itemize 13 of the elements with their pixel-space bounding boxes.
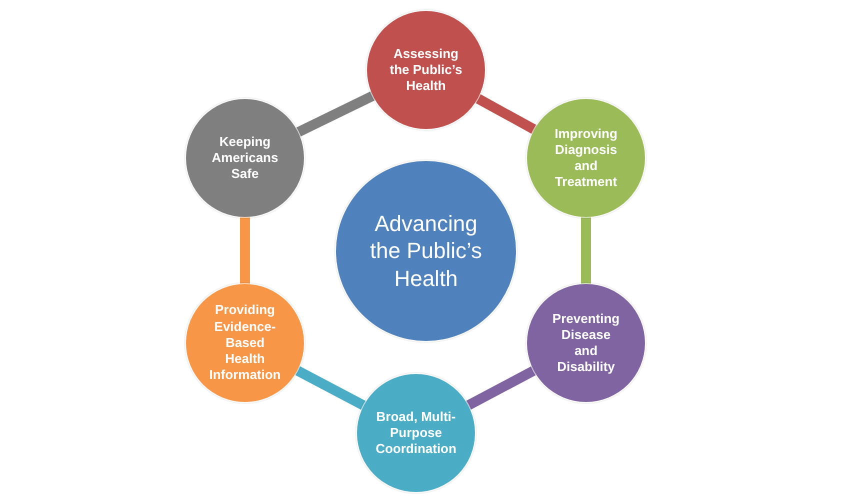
circle-label: Broad, Multi-Purpose Coordination xyxy=(376,408,456,458)
circle-label: Advancing the Public’s Health xyxy=(368,210,484,292)
circle-label: Preventing Disease and Disability xyxy=(551,310,621,376)
connector-band xyxy=(475,94,537,134)
circle-label: Improving Diagnosis and Treatment xyxy=(554,126,618,190)
circle-label: Assessing the Public’s Health xyxy=(389,46,463,94)
connector-band xyxy=(466,366,536,410)
circle-label: Providing Evidence-Based Health Information xyxy=(208,302,282,384)
connector-band xyxy=(240,217,250,284)
circle-label: Keeping Americans Safe xyxy=(210,134,280,182)
connector-band xyxy=(296,91,376,137)
connector-band xyxy=(581,217,591,284)
connector-band xyxy=(294,366,366,410)
